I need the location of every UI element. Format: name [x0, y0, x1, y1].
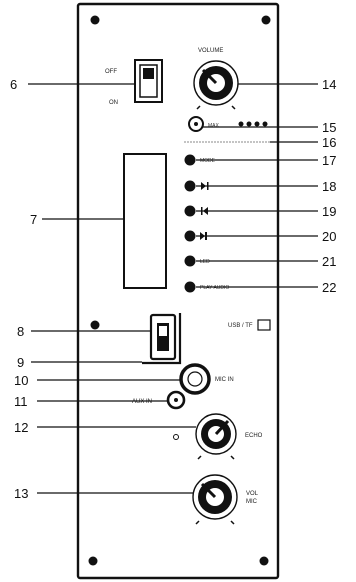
callout-18: 18 [322, 179, 336, 194]
screw-mid-left [90, 320, 100, 330]
callout-20: 20 [322, 229, 336, 244]
usb-port[interactable] [149, 313, 177, 361]
callout-12: 12 [14, 420, 28, 435]
screw-bottom-right [259, 556, 269, 566]
callout-10: 10 [14, 373, 28, 388]
callout-11: 11 [14, 394, 28, 409]
on-label: ON [109, 100, 118, 106]
usb-tf-label: USB / TF [228, 323, 253, 329]
callout-8: 8 [17, 324, 24, 339]
mic-in-jack[interactable] [179, 363, 211, 395]
power-switch[interactable] [134, 59, 163, 103]
callout-16: 16 [322, 135, 336, 150]
callout-15: 15 [322, 120, 336, 135]
svg-text:MAX: MAX [208, 123, 220, 129]
headphone-jack[interactable] [188, 116, 204, 132]
mic-volume-knob[interactable] [192, 474, 238, 520]
vol-mic-label-top: VOL [246, 491, 259, 497]
svg-text:MODE: MODE [200, 158, 216, 164]
tf-card-slot[interactable] [142, 313, 182, 365]
volume-knob[interactable] [193, 60, 239, 106]
screw-top-left [90, 15, 100, 25]
volume-scale-marks [196, 105, 236, 110]
callout-21: 21 [322, 254, 336, 269]
callout-22: 22 [322, 280, 336, 295]
echo-scale-marks [197, 455, 235, 460]
echo-knob[interactable] [195, 413, 237, 455]
vol-mic-label-bottom: MIC [246, 499, 258, 505]
callout-17: 17 [322, 153, 336, 168]
card-icon [257, 319, 271, 331]
display-window [123, 153, 167, 289]
echo-label: ECHO [245, 433, 263, 439]
echo-indicator [173, 434, 179, 440]
level-indicator-row: MAX [208, 121, 268, 129]
off-label: OFF [105, 69, 117, 75]
svg-text:LED: LED [200, 259, 210, 265]
callout-14: 14 [322, 77, 336, 92]
volume-label: VOLUME [198, 48, 223, 54]
callout-13: 13 [14, 486, 28, 501]
aux-in-label: AUX IN [132, 399, 152, 405]
led-button[interactable]: LED [184, 255, 211, 267]
play-audio-button[interactable]: PLAY AUDIO [184, 281, 230, 293]
screw-bottom-left [88, 556, 98, 566]
screw-top-right [261, 15, 271, 25]
mode-button[interactable]: MODE [184, 154, 216, 166]
aux-in-jack[interactable] [166, 390, 186, 410]
leader-lines [28, 83, 318, 494]
callout-9: 9 [17, 355, 24, 370]
callout-19: 19 [322, 204, 336, 219]
callout-7: 7 [30, 212, 37, 227]
svg-text:PLAY AUDIO: PLAY AUDIO [200, 285, 229, 291]
callout-6: 6 [10, 77, 17, 92]
mic-in-label: MIC IN [215, 377, 234, 383]
mic-volume-scale-marks [195, 520, 235, 525]
